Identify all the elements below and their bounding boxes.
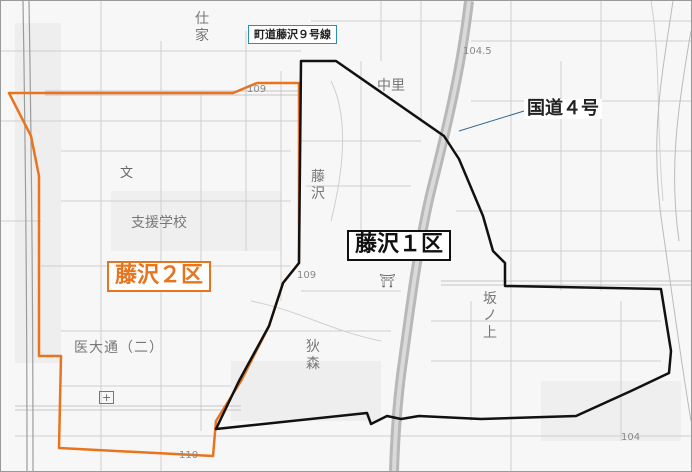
- elevation-label: 109: [247, 84, 267, 95]
- secondary-roads: [15, 90, 691, 411]
- place-name-sakanoue: 坂ノ上: [483, 291, 497, 341]
- district-1-boundary: [214, 59, 673, 431]
- shrine-symbol-icon: ⛩: [379, 274, 396, 289]
- place-name-fujisawa: 藤沢: [311, 169, 325, 202]
- place-label-school: 支援学校: [131, 215, 187, 231]
- school-symbol-icon: 文: [120, 166, 134, 181]
- road-label-town-road-9: 町道藤沢９号線: [248, 25, 337, 44]
- place-name-sako-mori: 狄森: [306, 339, 320, 372]
- railway: [22, 1, 34, 471]
- hospital-symbol-icon: +: [99, 391, 115, 404]
- elevation-label: 109: [297, 270, 317, 281]
- river: [656, 1, 691, 422]
- block: [231, 361, 381, 421]
- place-name-shi-ie: 仕家: [195, 11, 210, 45]
- place-label: 家: [195, 27, 209, 44]
- district-label-fujisawa-2: 藤沢２区: [107, 261, 212, 292]
- block: [541, 381, 681, 441]
- elevation-label: 110: [179, 450, 199, 461]
- road-label-national-4: 国道４号: [524, 99, 602, 119]
- district-label-fujisawa-1: 藤沢１区: [347, 230, 452, 261]
- place-label-idaidori: 医大通（二）: [74, 340, 164, 356]
- elevation-label: 104: [621, 432, 641, 443]
- elevation-label: 104.5: [463, 46, 492, 57]
- place-label: 仕: [195, 11, 209, 27]
- place-label: 中里: [377, 78, 405, 94]
- national-road-leader: [458, 110, 525, 132]
